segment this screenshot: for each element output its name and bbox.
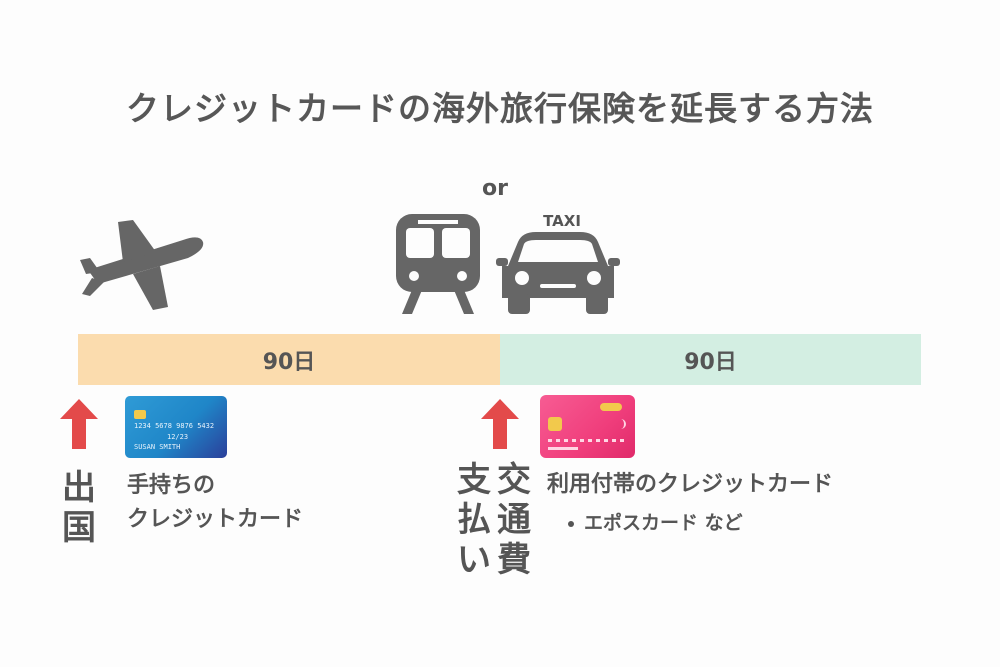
contactless-icon	[616, 419, 626, 429]
bullet-text: エポスカード など	[584, 512, 743, 534]
card-name-dots	[548, 447, 578, 450]
departure-card-caption: 手持ちの クレジットカード	[127, 469, 303, 537]
duration-label-left: 90日	[262, 349, 316, 375]
page-title: クレジットカードの海外旅行保険を延長する方法	[126, 89, 874, 128]
caption-line1: 手持ちの	[127, 473, 216, 498]
or-label: or	[482, 176, 508, 201]
usage-card-caption: 利用付帯のクレジットカード	[547, 472, 834, 497]
card-number-dots	[548, 439, 626, 442]
caption-line2: クレジットカード	[127, 507, 304, 532]
card-logo	[600, 403, 622, 411]
departure-label: 出 国	[62, 468, 96, 548]
taxi-sign: TAXI	[543, 212, 581, 230]
payment-label: 支 払 い	[457, 460, 491, 580]
card-expiry: 12/23	[167, 433, 189, 441]
arrow-up-icon	[60, 399, 98, 449]
credit-card-icon: 1234 5678 9876 5432 12/23 SUSAN SMITH	[125, 396, 227, 458]
arrow-up-icon	[481, 399, 519, 449]
duration-label-right: 90日	[684, 349, 737, 375]
bullet-dot	[568, 520, 574, 527]
timeline-segment-right: 90日	[500, 334, 921, 385]
timeline-segment-left: 90日	[78, 334, 500, 385]
bullet-list-item: エポスカード など	[568, 508, 743, 535]
taxi-icon	[496, 232, 620, 314]
train-icon	[396, 214, 480, 314]
airplane-icon	[80, 220, 204, 310]
card-holder-name: SUSAN SMITH	[134, 443, 181, 451]
card-chip	[548, 417, 562, 431]
card-number: 1234 5678 9876 5432	[134, 422, 215, 430]
card-chip	[134, 410, 146, 419]
transport-fee-label: 交 通 費	[497, 460, 531, 580]
credit-card-icon	[540, 395, 635, 458]
